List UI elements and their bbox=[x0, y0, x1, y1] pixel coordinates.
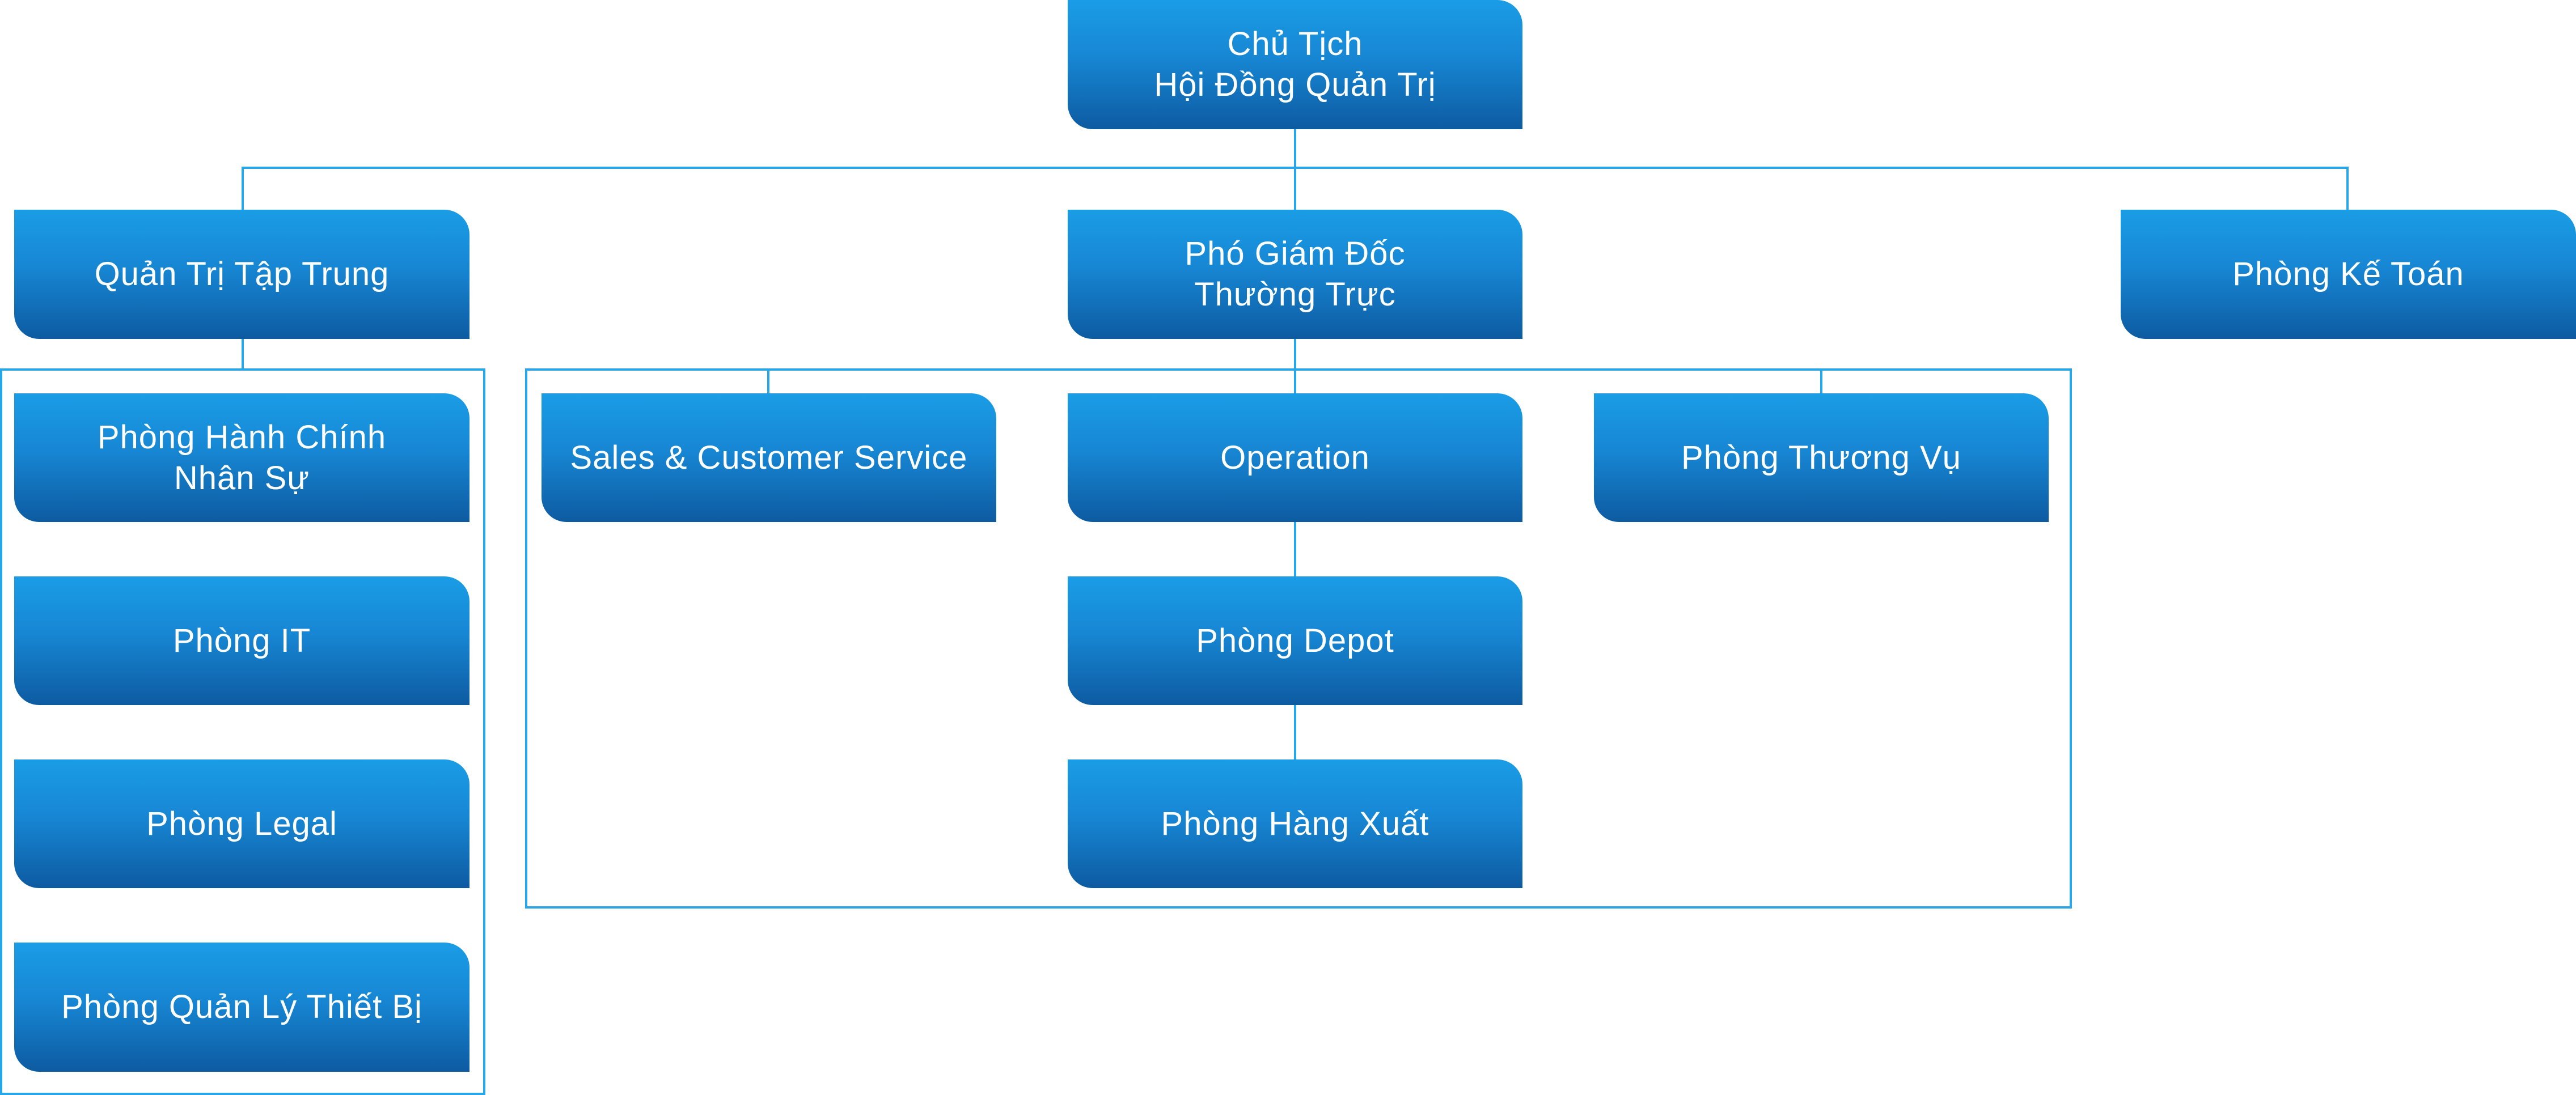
connector-operation-up bbox=[1294, 368, 1296, 393]
connector-accounting-up bbox=[2346, 167, 2349, 210]
node-chairman-label: Chủ Tịch Hội Đồng Quản Trị bbox=[1154, 26, 1436, 103]
node-hr: Phòng Hành Chính Nhân Sự bbox=[14, 393, 469, 522]
node-accounting-label: Phòng Kế Toán bbox=[2232, 256, 2464, 292]
connector-depot-export bbox=[1294, 705, 1296, 759]
node-export: Phòng Hàng Xuất bbox=[1068, 759, 1522, 888]
node-hr-label: Phòng Hành Chính Nhân Sự bbox=[97, 418, 387, 496]
connector-central-admin-down bbox=[242, 339, 244, 371]
node-deputy-director: Phó Giám Đốc Thường Trực bbox=[1068, 210, 1522, 339]
node-export-label: Phòng Hàng Xuất bbox=[1161, 805, 1429, 842]
node-it-label: Phòng IT bbox=[172, 622, 311, 659]
node-operation: Operation bbox=[1068, 393, 1522, 522]
node-legal-label: Phòng Legal bbox=[146, 805, 337, 842]
node-chairman: Chủ Tịch Hội Đồng Quản Trị bbox=[1068, 0, 1522, 129]
node-central-admin: Quản Trị Tập Trung bbox=[14, 210, 469, 339]
node-operation-label: Operation bbox=[1220, 439, 1370, 476]
connector-operation-depot bbox=[1294, 522, 1296, 576]
connector-top-horizontal bbox=[242, 167, 2349, 169]
node-it: Phòng IT bbox=[14, 576, 469, 705]
node-depot: Phòng Depot bbox=[1068, 576, 1522, 705]
connector-commerce-up bbox=[1820, 368, 1822, 393]
node-sales: Sales & Customer Service bbox=[542, 393, 996, 522]
node-central-admin-label: Quản Trị Tập Trung bbox=[94, 256, 390, 292]
node-equipment: Phòng Quản Lý Thiết Bị bbox=[14, 943, 469, 1072]
connector-central-admin-up bbox=[242, 167, 244, 210]
connector-deputy-down bbox=[1294, 339, 1296, 371]
node-accounting: Phòng Kế Toán bbox=[2121, 210, 2576, 339]
connector-sales-up bbox=[767, 368, 769, 393]
node-commerce-label: Phòng Thương Vụ bbox=[1681, 439, 1961, 476]
node-depot-label: Phòng Depot bbox=[1196, 622, 1394, 659]
node-commerce: Phòng Thương Vụ bbox=[1594, 393, 2049, 522]
central-admin-group-frame bbox=[0, 368, 485, 1095]
connector-chairman-down bbox=[1294, 129, 1296, 210]
node-equipment-label: Phòng Quản Lý Thiết Bị bbox=[61, 988, 422, 1025]
node-legal: Phòng Legal bbox=[14, 759, 469, 888]
node-deputy-director-label: Phó Giám Đốc Thường Trực bbox=[1185, 235, 1406, 313]
deputy-group-frame bbox=[525, 368, 2072, 909]
node-sales-label: Sales & Customer Service bbox=[570, 439, 968, 476]
